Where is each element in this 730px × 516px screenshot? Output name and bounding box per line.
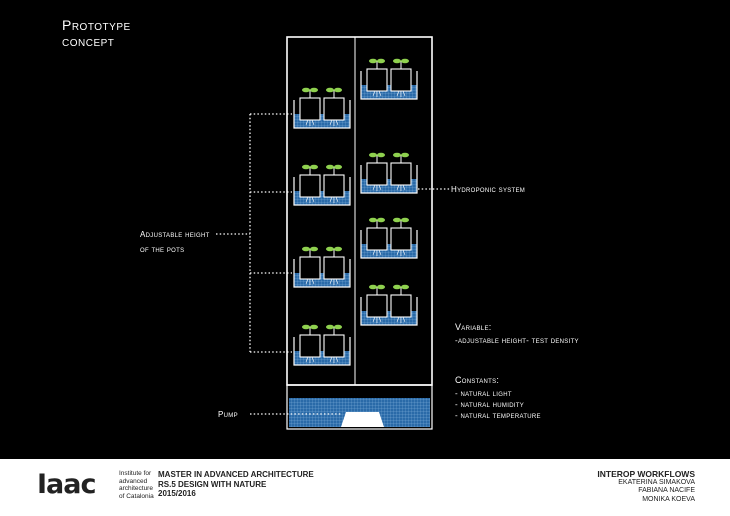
seedling-icon [377, 58, 385, 64]
adjustable-line-2: of the pots [140, 245, 185, 254]
seedling-icon [369, 152, 377, 158]
seedling-icon [369, 284, 377, 290]
pump-label: Pump [218, 410, 238, 419]
constant-item: - natural light [455, 389, 512, 398]
pot-module [360, 217, 418, 259]
seedling-icon [310, 164, 318, 170]
adjustable-bracket [216, 113, 292, 353]
seedling-icon [326, 324, 334, 330]
team-info: INTEROP WORKFLOWS EKATERINA SIMAKOVA FAB… [597, 470, 695, 504]
program-line: MASTER IN ADVANCED ARCHITECTURE [158, 470, 314, 479]
footer: Iaac Institute for advanced architecture… [0, 459, 730, 516]
seedling-icon [377, 217, 385, 223]
seedling-icon [326, 87, 334, 93]
seedling-icon [393, 58, 401, 64]
adjustable-height-label: Adjustable height of the pots [140, 229, 210, 255]
program-line: 2015/2016 [158, 489, 196, 498]
institute-line: advanced [119, 477, 148, 485]
seedling-icon [302, 246, 310, 252]
seedling-icon [326, 246, 334, 252]
adjustable-line-1: Adjustable height [140, 230, 210, 239]
constant-item: - natural temperature [455, 411, 541, 420]
seedling-icon [310, 87, 318, 93]
pump [341, 412, 384, 427]
title-line-1: Prototype [62, 17, 131, 33]
seedling-icon [393, 217, 401, 223]
institute-line: of Catalonia [119, 492, 154, 500]
seedling-icon [310, 246, 318, 252]
prototype-diagram [216, 36, 450, 430]
seedling-icon [377, 152, 385, 158]
program-line: RS.5 DESIGN WITH NATURE [158, 479, 267, 489]
pot-module [360, 284, 418, 326]
pot-module [293, 246, 351, 288]
constants-heading: Constants: [455, 375, 500, 385]
seedling-icon [393, 284, 401, 290]
seedling-icon [369, 58, 377, 64]
seedling-icon [401, 284, 409, 290]
seedling-icon [302, 324, 310, 330]
institute-line: Institute for [119, 470, 152, 477]
constant-item: - natural humidity [455, 400, 525, 409]
institute-line: architecture [119, 485, 153, 492]
variable-heading: Variable: [455, 322, 492, 332]
seedling-icon [302, 164, 310, 170]
reservoir-outline [286, 384, 433, 430]
seedling-icon [334, 164, 342, 170]
page-title: Prototype concept [62, 17, 131, 49]
team-member: MONIKA KOEVA [642, 495, 695, 503]
seedling-icon [369, 217, 377, 223]
seedling-icon [326, 164, 334, 170]
seedling-icon [401, 152, 409, 158]
pot-module [293, 164, 351, 206]
seedling-icon [401, 58, 409, 64]
pot-module [293, 87, 351, 129]
pot-module [360, 58, 418, 100]
team-heading: INTEROP WORKFLOWS [597, 469, 695, 479]
seedling-icon [377, 284, 385, 290]
seedling-icon [401, 217, 409, 223]
pot-module [360, 152, 418, 194]
team-member: FABIANA NACIFE [638, 487, 695, 494]
team-member: EKATERINA SIMAKOVA [618, 478, 695, 486]
iaac-logo: Iaac [37, 469, 96, 500]
seedling-icon [334, 246, 342, 252]
program-info: MASTER IN ADVANCED ARCHITECTURE RS.5 DES… [158, 470, 314, 499]
institute-name: Institute for advanced architecture of C… [119, 470, 154, 500]
seedling-icon [334, 87, 342, 93]
seedling-icon [302, 87, 310, 93]
seedling-icon [310, 324, 318, 330]
hydroponic-label: Hydroponic system [451, 185, 526, 194]
seedling-icon [393, 152, 401, 158]
title-line-2: concept [62, 33, 115, 49]
variable-item: -adjustable height- test density [455, 336, 579, 345]
pot-module [293, 324, 351, 366]
seedling-icon [334, 324, 342, 330]
